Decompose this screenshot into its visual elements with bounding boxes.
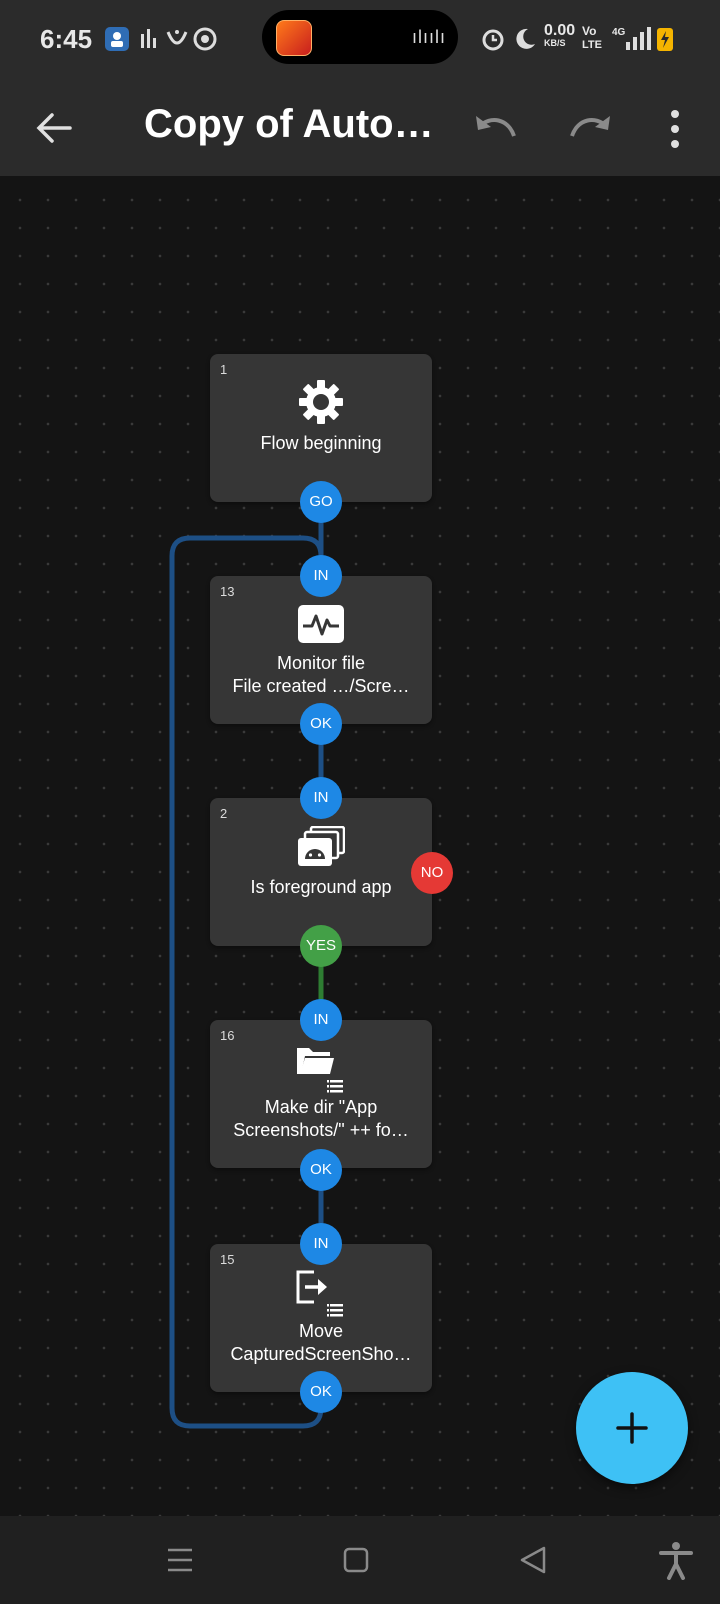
block-sublabel: File created …/Scre…: [232, 676, 410, 696]
folder-icon: [294, 1044, 348, 1099]
plus-icon: [616, 1412, 648, 1444]
gear-icon: [297, 378, 345, 431]
volte-bottom: LTE: [582, 39, 602, 51]
redo-icon[interactable]: [568, 106, 614, 150]
block-label: Is foreground app: [250, 877, 392, 897]
port-in[interactable]: IN: [300, 777, 342, 819]
undo-icon[interactable]: [472, 106, 518, 150]
block-number: 13: [220, 584, 235, 599]
signal-strength-icon: [624, 26, 651, 52]
port-yes[interactable]: YES: [300, 925, 342, 967]
flow-block-is-foreground-app[interactable]: 2 Is foreground app: [210, 798, 432, 946]
back-arrow-icon[interactable]: [34, 108, 74, 148]
alarm-icon: [480, 26, 506, 52]
chrome-notification-icon: [192, 26, 218, 52]
more-options-icon[interactable]: [660, 104, 690, 154]
do-not-disturb-moon-icon: [512, 26, 538, 52]
recents-menu-icon[interactable]: [160, 1540, 200, 1580]
system-navigation-bar: [0, 1516, 720, 1604]
status-bar: 6:45 ılıılı 0.00 KB/S Vo LTE 4G: [0, 0, 720, 82]
flow-block-move-file[interactable]: 15 Move CapturedScreenSho…: [210, 1244, 432, 1392]
block-label: Flow beginning: [260, 433, 382, 453]
block-sublabel: CapturedScreenSho…: [230, 1344, 412, 1364]
accessibility-icon[interactable]: [656, 1540, 696, 1580]
network-speed-value: 0.00: [544, 22, 576, 39]
block-label: Monitor file: [276, 653, 366, 673]
port-ok[interactable]: OK: [300, 703, 342, 745]
android-windows-icon: [297, 825, 346, 873]
back-triangle-icon[interactable]: [514, 1540, 554, 1580]
flow-block-make-dir[interactable]: 16 Make dir "App Screenshots/" ++ fo…: [210, 1020, 432, 1168]
block-number: 2: [220, 806, 228, 821]
block-label: Make dir "App: [264, 1097, 378, 1117]
port-in[interactable]: IN: [300, 1223, 342, 1265]
status-time: 6:45: [40, 24, 93, 54]
network-type: 4G: [612, 27, 626, 38]
pulse-icon: [297, 604, 345, 649]
home-square-icon[interactable]: [336, 1540, 376, 1580]
port-in[interactable]: IN: [300, 555, 342, 597]
port-in[interactable]: IN: [300, 999, 342, 1041]
move-file-icon: [294, 1268, 348, 1323]
volte-indicator: Vo LTE: [582, 24, 602, 52]
bars-notification-icon: [136, 26, 162, 52]
dynamic-island: ılıılı: [262, 10, 458, 64]
battery-charging-icon: [656, 26, 682, 52]
port-no[interactable]: NO: [411, 852, 453, 894]
block-label: Move: [298, 1321, 343, 1341]
port-ok[interactable]: OK: [300, 1371, 342, 1413]
network-speed-unit: KB/S: [544, 38, 566, 48]
flow-block-flow-beginning[interactable]: 1 Flow beginning: [210, 354, 432, 502]
block-number: 16: [220, 1028, 235, 1043]
block-number: 1: [220, 362, 228, 377]
app-notification-icon: [104, 26, 130, 52]
audio-wave-icon: ılıılı: [412, 27, 447, 47]
flow-block-monitor-file[interactable]: 13 Monitor file File created …/Scre…: [210, 576, 432, 724]
port-go[interactable]: GO: [300, 481, 342, 523]
smile-notification-icon: [164, 26, 190, 52]
add-block-button[interactable]: [576, 1372, 688, 1484]
block-number: 15: [220, 1252, 235, 1267]
block-sublabel: Screenshots/" ++ fo…: [233, 1120, 409, 1140]
network-speed: 0.00 KB/S: [544, 22, 576, 49]
top-app-bar: Copy of Auto…: [0, 82, 720, 176]
app-avatar-icon: [276, 20, 312, 56]
port-ok[interactable]: OK: [300, 1149, 342, 1191]
volte-top: Vo: [582, 24, 597, 38]
flow-title: Copy of Auto…: [144, 102, 434, 146]
